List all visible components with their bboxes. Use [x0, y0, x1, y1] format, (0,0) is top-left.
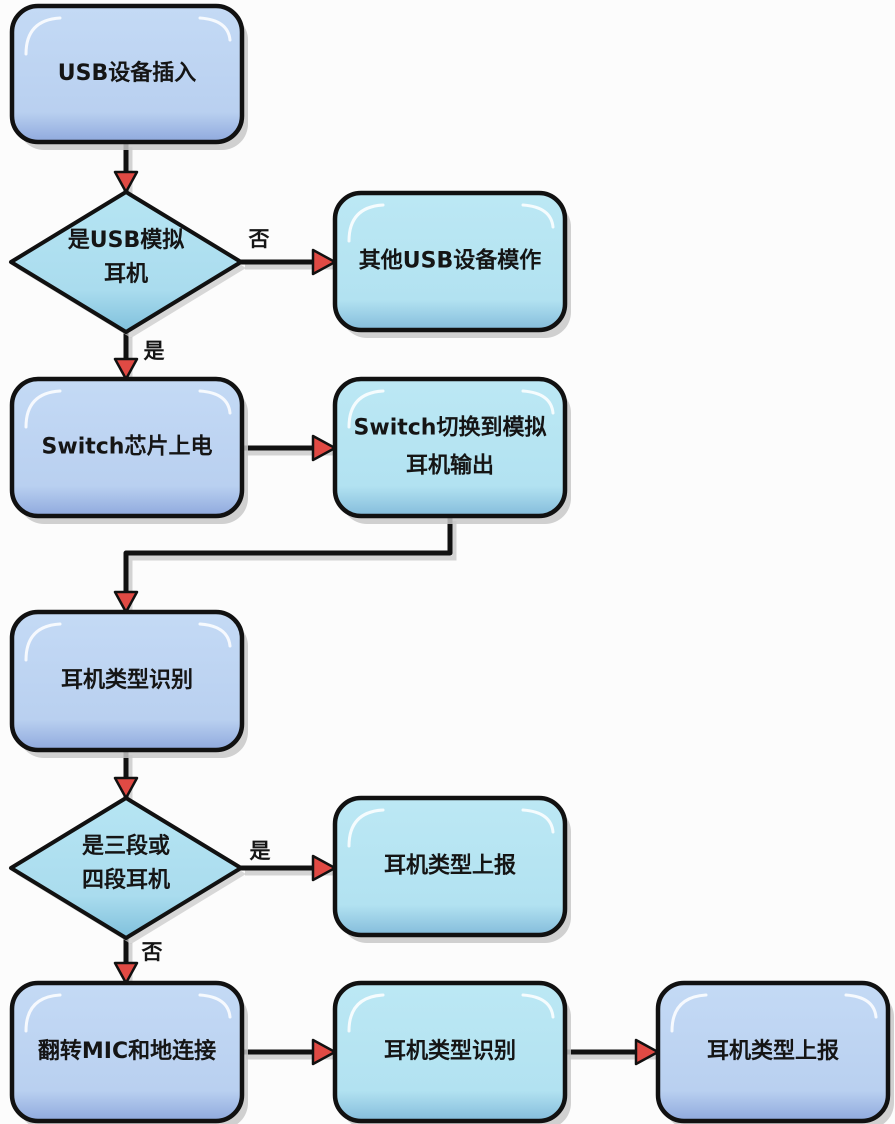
edge-switch_analog-to-type_detect_1: [113, 516, 457, 617]
process-box: [332, 376, 568, 519]
arrow-head-icon: [311, 854, 337, 882]
edge-switch_power-to-switch_analog: [242, 434, 339, 462]
process-box: [332, 190, 568, 333]
arrow-head-icon: [113, 170, 139, 194]
node-label: 翻转MIC和地连接: [38, 1038, 216, 1064]
process-box: [9, 3, 245, 145]
edge-label-no: 否: [142, 940, 163, 964]
node-label: 其他USB设备模作: [359, 248, 541, 274]
process-box: [332, 795, 568, 938]
arrow-head-icon: [113, 961, 139, 985]
node-label: USB设备插入: [58, 60, 196, 86]
edge-label-no: 否: [249, 227, 270, 251]
node-label: 是USB模拟: [68, 228, 184, 253]
node-label: 耳机类型识别: [61, 668, 193, 693]
nodes-layer: USB设备插入是USB模拟耳机其他USB设备模作Switch芯片上电Switch…: [9, 3, 894, 1124]
process-box: [332, 980, 568, 1124]
edge-is_3_or_4_pole-to-type_report_1: [241, 854, 339, 882]
node-label: 是三段或: [82, 833, 170, 859]
arrow-head-icon: [311, 434, 337, 462]
edge-flip_mic_gnd-to-type_detect_2: [242, 1038, 339, 1066]
process-box: [9, 376, 245, 519]
edge-type_detect_2-to-type_report_2: [565, 1038, 662, 1066]
decision-diamond: [9, 796, 243, 940]
node-type-report-2: 耳机类型上报: [655, 980, 894, 1124]
edge-label-yes: 是: [144, 339, 165, 363]
node-other-usb: 其他USB设备模作: [332, 190, 571, 338]
edge-is_3_or_4_pole-to-flip_mic_gnd: [113, 938, 139, 988]
node-label: 耳机类型上报: [384, 854, 516, 879]
node-label: 耳机: [104, 262, 148, 287]
decision-diamond: [9, 190, 243, 334]
process-box: [9, 980, 245, 1124]
node-switch-power: Switch芯片上电: [9, 376, 248, 524]
process-box: [9, 609, 245, 753]
node-type-detect-2: 耳机类型识别: [332, 980, 571, 1124]
node-label: 四段耳机: [82, 867, 170, 893]
node-type-report-1: 耳机类型上报: [332, 795, 571, 943]
node-label: 耳机输出: [406, 453, 494, 479]
arrow-head-icon: [113, 776, 139, 800]
node-label: 耳机类型上报: [707, 1039, 839, 1064]
node-label: 耳机类型识别: [384, 1039, 516, 1064]
edge-usb_insert-to-is_usb_analog: [113, 142, 139, 197]
node-label: Switch芯片上电: [42, 435, 213, 460]
arrow-head-icon: [113, 590, 139, 614]
node-usb-insert: USB设备插入: [9, 3, 248, 150]
edge-is_usb_analog-to-other_usb: [241, 248, 339, 276]
arrow-head-icon: [113, 357, 139, 381]
arrow-head-icon: [634, 1038, 660, 1066]
node-flip-mic-gnd: 翻转MIC和地连接: [9, 980, 248, 1124]
node-label: Switch切换到模拟: [354, 415, 547, 441]
node-type-detect-1: 耳机类型识别: [9, 609, 248, 758]
arrow-head-icon: [311, 248, 337, 276]
edge-label-yes: 是: [250, 839, 271, 863]
edge-is_usb_analog-to-switch_power: [113, 332, 139, 384]
edges-layer: [113, 142, 662, 1066]
process-box: [655, 980, 891, 1124]
arrow-head-icon: [311, 1038, 337, 1066]
